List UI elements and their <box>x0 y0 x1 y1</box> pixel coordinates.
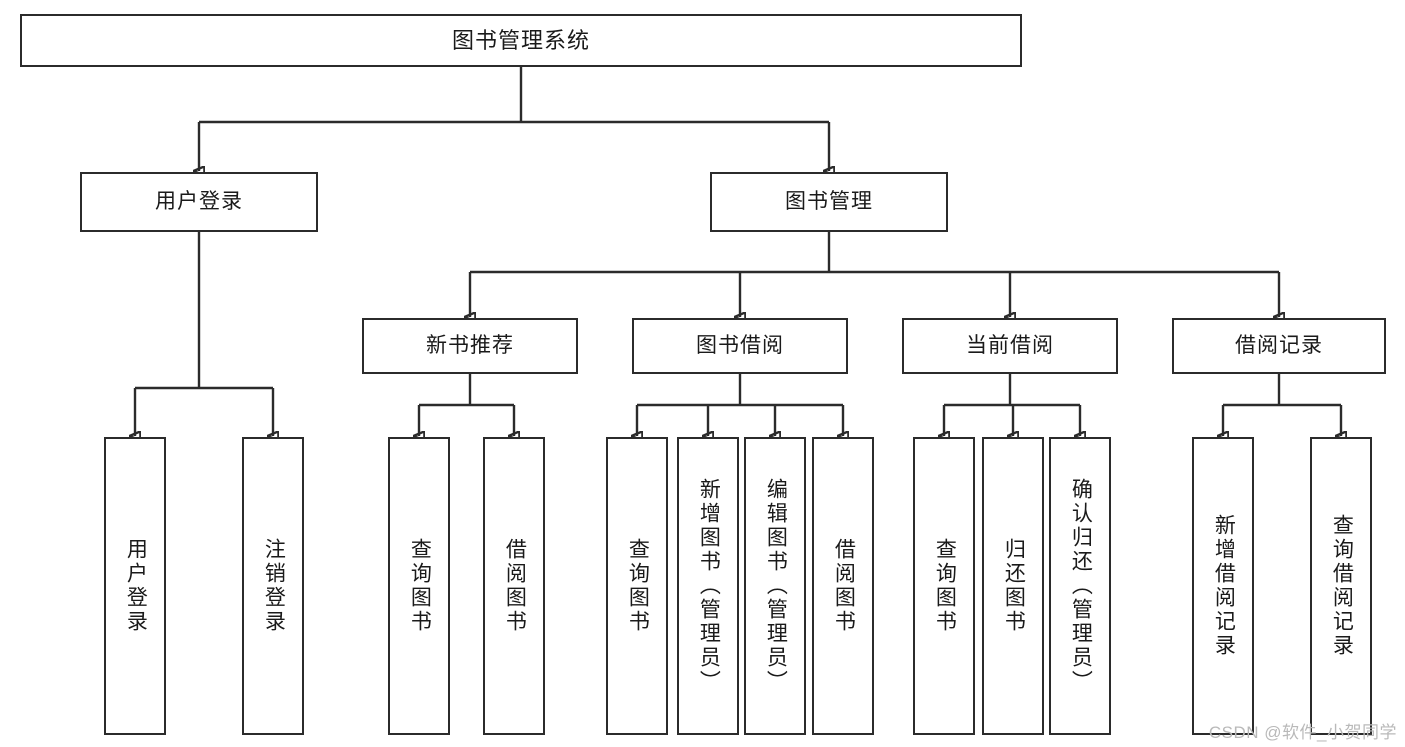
node-label: 归还图书 <box>1002 538 1026 634</box>
node-book-borrow[interactable]: 图书借阅 <box>632 318 848 374</box>
node-label: 图书借阅 <box>696 333 784 357</box>
node-label: 注销登录 <box>262 538 286 634</box>
node-label: 借阅图书 <box>503 538 527 634</box>
node-label: 用户登录 <box>124 538 148 634</box>
node-bb-add-book[interactable]: 新增图书（管理员） <box>677 437 739 735</box>
node-label: 图书管理 <box>785 189 873 213</box>
node-bb-edit-book[interactable]: 编辑图书（管理员） <box>744 437 806 735</box>
node-label: 新增借阅记录 <box>1212 514 1236 658</box>
node-br-query-record[interactable]: 查询借阅记录 <box>1310 437 1372 735</box>
node-user-login[interactable]: 用户登录 <box>80 172 318 232</box>
node-label: 用户登录 <box>155 189 243 213</box>
node-label: 查询图书 <box>933 538 957 634</box>
node-root[interactable]: 图书管理系统 <box>20 14 1022 67</box>
node-label: 图书管理系统 <box>451 27 590 53</box>
node-label: 借阅记录 <box>1235 333 1323 357</box>
node-user-login-do[interactable]: 用户登录 <box>104 437 166 735</box>
node-book-manage[interactable]: 图书管理 <box>710 172 948 232</box>
node-label: 编辑图书（管理员） <box>764 478 788 694</box>
node-nbr-query-book[interactable]: 查询图书 <box>388 437 450 735</box>
node-borrow-record[interactable]: 借阅记录 <box>1172 318 1386 374</box>
node-label: 新增图书（管理员） <box>697 478 721 694</box>
node-cb-confirm-return[interactable]: 确认归还（管理员） <box>1049 437 1111 735</box>
node-current-borrow[interactable]: 当前借阅 <box>902 318 1118 374</box>
node-user-logout[interactable]: 注销登录 <box>242 437 304 735</box>
node-bb-borrow-book[interactable]: 借阅图书 <box>812 437 874 735</box>
node-label: 查询借阅记录 <box>1330 514 1354 658</box>
node-label: 新书推荐 <box>426 333 514 357</box>
node-label: 查询图书 <box>626 538 650 634</box>
node-label: 确认归还（管理员） <box>1069 478 1093 694</box>
node-cb-return-book[interactable]: 归还图书 <box>982 437 1044 735</box>
node-label: 当前借阅 <box>966 333 1054 357</box>
node-label: 查询图书 <box>408 538 432 634</box>
node-br-add-record[interactable]: 新增借阅记录 <box>1192 437 1254 735</box>
node-cb-query-book[interactable]: 查询图书 <box>913 437 975 735</box>
node-nbr-borrow-book[interactable]: 借阅图书 <box>483 437 545 735</box>
csdn-watermark: CSDN @软件_小贺同学 <box>1208 723 1397 742</box>
node-bb-query-book[interactable]: 查询图书 <box>606 437 668 735</box>
node-new-book-recommend[interactable]: 新书推荐 <box>362 318 578 374</box>
node-label: 借阅图书 <box>832 538 856 634</box>
